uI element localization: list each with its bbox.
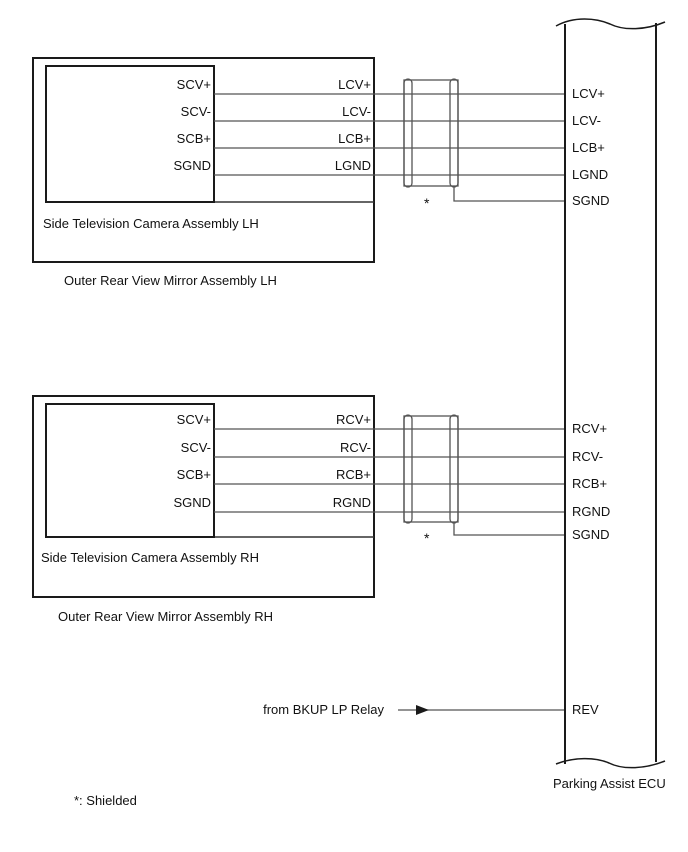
ecu-top-break-line — [555, 18, 666, 30]
rh-shield-symbol — [403, 414, 459, 524]
camera-pin-label: SCV- — [180, 440, 211, 455]
shield-asterisk-rh: * — [424, 530, 430, 546]
camera-assembly-lh-box — [45, 65, 215, 203]
ecu-pin-label: RCB+ — [572, 476, 608, 491]
ecu-pin-label: LCB+ — [572, 140, 605, 155]
camera-assembly-lh-label: Side Television Camera Assembly LH — [43, 216, 259, 231]
mirror-pin-label: RCV- — [339, 440, 371, 455]
camera-pin-label: SCV+ — [176, 77, 211, 92]
wire-rh-shield-sgnd — [453, 522, 566, 536]
mirror-pin-label: RCB+ — [335, 467, 371, 482]
ecu-title-label: Parking Assist ECU — [553, 776, 666, 791]
camera-assembly-rh-box — [45, 403, 215, 538]
shield-asterisk-lh: * — [424, 195, 430, 211]
lh-shield-symbol — [403, 78, 459, 188]
ecu-outline — [555, 18, 666, 769]
camera-pin-label: SCB+ — [176, 131, 211, 146]
relay-source-label: from BKUP LP Relay — [263, 702, 384, 717]
ecu-pin-label: LGND — [572, 167, 609, 182]
ecu-bottom-break-line — [555, 757, 666, 769]
mirror-assembly-lh-box — [32, 57, 375, 263]
camera-assembly-rh-label: Side Television Camera Assembly RH — [41, 550, 259, 565]
mirror-pin-label: RCV+ — [335, 412, 371, 427]
lh-shield-body — [403, 79, 459, 187]
ecu-pin-label: RCV+ — [572, 421, 608, 436]
mirror-pin-label: RGND — [332, 495, 371, 510]
camera-pin-label: SCV- — [180, 104, 211, 119]
ecu-pin-label: LCV- — [572, 113, 601, 128]
ecu-pin-label: REV — [572, 702, 599, 717]
rh-shield-end-right — [449, 414, 459, 524]
ecu-pin-label: SGND — [572, 527, 610, 542]
wire-lh-shield-sgnd — [453, 186, 566, 202]
mirror-pin-label: LCB+ — [338, 131, 371, 146]
arrow-right-icon — [416, 705, 429, 715]
relay-wire — [398, 705, 566, 715]
mirror-assembly-lh-label: Outer Rear View Mirror Assembly LH — [64, 273, 277, 288]
ecu-pin-label: LCV+ — [572, 86, 605, 101]
shielded-footnote: *: Shielded — [74, 793, 137, 808]
ecu-pin-label: RCV- — [572, 449, 604, 464]
camera-pin-label: SGND — [173, 495, 211, 510]
mirror-pin-label: LCV- — [342, 104, 371, 119]
lh-shield-end-left — [403, 78, 413, 188]
camera-pin-label: SCV+ — [176, 412, 211, 427]
mirror-pin-label: LCV+ — [338, 77, 371, 92]
rh-shield-body — [403, 415, 459, 523]
camera-pin-label: SCB+ — [176, 467, 211, 482]
lh-shield-end-right — [449, 78, 459, 188]
rh-shield-end-left — [403, 414, 413, 524]
ecu-pin-label: SGND — [572, 193, 610, 208]
mirror-assembly-rh-box — [32, 395, 375, 598]
mirror-assembly-rh-label: Outer Rear View Mirror Assembly RH — [58, 609, 274, 624]
ecu-pin-label: RGND — [572, 504, 611, 519]
camera-pin-label: SGND — [173, 158, 211, 173]
mirror-pin-label: LGND — [334, 158, 371, 173]
